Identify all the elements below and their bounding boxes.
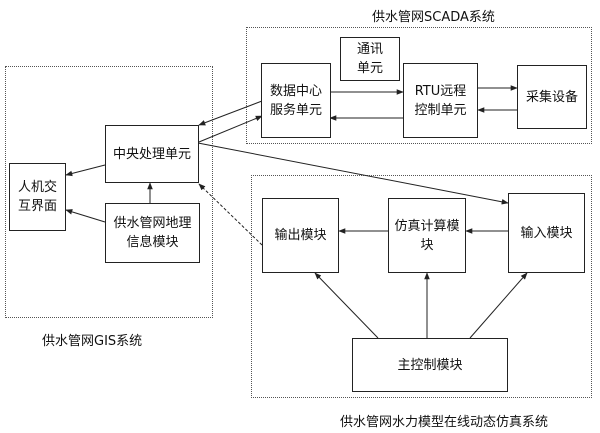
arrow-main-to-input (469, 272, 528, 339)
input-module-box: 输入模块 (508, 193, 585, 273)
gis-system-group (5, 66, 213, 318)
arrow-cpu-to-input (197, 142, 509, 205)
collection-device-box: 采集设备 (517, 65, 587, 129)
scada-system-title: 供水管网SCADA系统 (372, 10, 495, 25)
output-module-box: 输出模块 (262, 198, 339, 273)
data-center-service-unit-box: 数据中心 服务单元 (261, 63, 331, 138)
gis-system-title: 供水管网GIS系统 (42, 334, 143, 349)
comm-unit-box: 通讯 单元 (340, 37, 400, 81)
human-machine-interface-box: 人机交 互界面 (9, 163, 66, 231)
simulation-compute-module-box: 仿真计算模 块 (388, 198, 466, 273)
arrow-datacenter-to-cpu (198, 100, 263, 126)
central-processing-unit-box: 中央处理单元 (105, 125, 199, 183)
arrow-cpu-to-datacenter (198, 115, 263, 143)
main-control-module-box: 主控制模块 (352, 338, 508, 392)
gis-info-module-box: 供水管网地理 信息模块 (105, 203, 200, 263)
arrow-cpu-to-hmi (65, 164, 106, 177)
scada-system-group (246, 27, 592, 144)
simulation-system-title: 供水管网水力模型在线动态仿真系统 (340, 415, 549, 430)
arrow-output-to-cpu (198, 183, 263, 246)
simulation-system-group (251, 175, 592, 398)
rtu-remote-control-unit-box: RTU远程 控制单元 (403, 63, 478, 138)
arrow-main-to-output (314, 272, 379, 339)
arrow-gis-to-hmi (65, 209, 106, 223)
